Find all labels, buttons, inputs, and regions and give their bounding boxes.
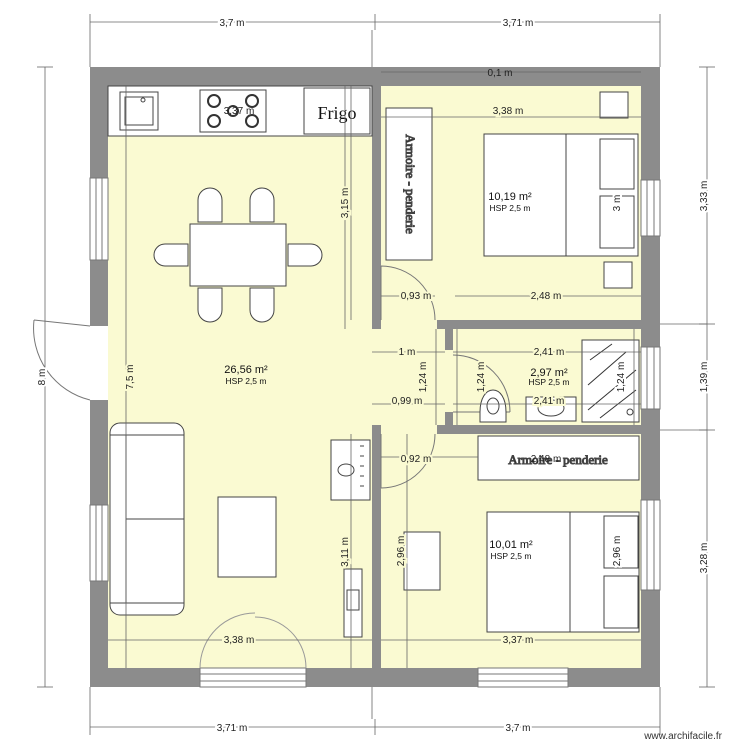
dim-bottom-right: 3,7 m: [505, 723, 530, 734]
living-window-swing: [199, 612, 307, 669]
living-area: 26,56 m²: [224, 364, 268, 376]
wardrobe2-label: Armoire - penderie: [508, 452, 608, 467]
dim-bedroom2-left: 2,96 m: [396, 536, 407, 567]
wardrobe1-label: Armoire - penderie: [403, 134, 418, 234]
window-kitchen-left: [89, 177, 109, 261]
dim-bath-width: 2,41 m: [534, 347, 565, 358]
dim-bedroom2-bottom: 3,37 m: [503, 635, 534, 646]
fridge: [303, 87, 371, 135]
wardrobe2: [477, 435, 640, 481]
dimension-labels: 3,7 m 3,71 m 3,71 m 3,7 m 8 m 3,33 m 1,3…: [35, 16, 712, 736]
dim-bath-height: 1,24 m: [616, 362, 627, 393]
window-living-left: [89, 504, 109, 582]
window-bathroom-right: [640, 346, 661, 410]
dim-bedroom1-width: 3,38 m: [493, 106, 524, 117]
coffee-table: [217, 496, 277, 578]
room-labels: 26,56 m² HSP 2,5 m 10,19 m² HSP 2,5 m 2,…: [224, 191, 569, 561]
openings: [33, 177, 661, 688]
bathroom-area: 2,97 m²: [530, 367, 568, 379]
dim-living-bottom: 3,38 m: [224, 635, 255, 646]
fridge-label: Frigo: [317, 103, 356, 123]
bathroom-door-opening: [445, 350, 453, 412]
window-bedroom1-right: [640, 179, 661, 237]
sofa: [109, 422, 277, 616]
bedroom2-furniture: Armoire - penderie: [403, 435, 640, 633]
cooktop: [199, 89, 267, 133]
dim-right-bottom: 3,28 m: [699, 543, 710, 574]
dining-table: [189, 223, 287, 287]
bedroom1-door-opening: [381, 320, 437, 329]
kitchen-counter: Frigo: [107, 85, 373, 137]
window-bedroom2-bottom: [477, 667, 569, 688]
dim-top-left: 3,7 m: [219, 18, 244, 29]
bathroom-hsp: HSP 2,5 m: [529, 377, 570, 387]
dim-right-top: 3,33 m: [699, 181, 710, 212]
bedside1-bottom: [603, 261, 633, 289]
dimension-lines: [37, 14, 715, 735]
entrance-door-opening: [90, 326, 108, 400]
bathroom-fixtures: [479, 339, 640, 423]
bedroom2-door-swing: [380, 433, 436, 489]
dim-living-height-left: 7,5 m: [125, 364, 136, 389]
dim-bedroom2-wardrobe: 2,48 m: [531, 454, 562, 465]
corridor-floor: [372, 329, 445, 425]
window-living-bottom: [199, 667, 307, 688]
shower: [581, 339, 640, 423]
credit-watermark: www.archifacile.fr: [644, 731, 722, 742]
window-bedroom2-right: [640, 499, 661, 591]
dim-bottom-left: 3,71 m: [217, 723, 248, 734]
bed1-pillow-bottom: [599, 195, 635, 249]
dim-corridor-height-a: 1,24 m: [418, 362, 429, 393]
dim-top-right: 3,71 m: [503, 18, 534, 29]
bedroom1-area: 10,19 m²: [488, 191, 532, 203]
dim-bath-bottom: 2,41 m: [534, 396, 565, 407]
dim-left-total: 8 m: [37, 369, 48, 386]
dining-set: [153, 187, 323, 323]
bedroom2-area: 10,01 m²: [489, 539, 533, 551]
wardrobe1: [385, 107, 433, 261]
bedroom1-hsp: HSP 2,5 m: [490, 203, 531, 213]
dim-top-gap: 0,1 m: [487, 68, 512, 79]
bedroom1-furniture: Armoire - penderie: [385, 91, 639, 289]
dim-partition-height: 3,15 m: [340, 188, 351, 219]
washbasin: [525, 396, 577, 422]
dim-corridor-bottom: 0,99 m: [392, 396, 423, 407]
dim-bedroom2-door: 0,92 m: [401, 454, 432, 465]
dim-bedroom2-right: 2,96 m: [612, 536, 623, 567]
dim-bedroom1-height: 3 m: [612, 195, 623, 212]
bedroom2-hsp: HSP 2,5 m: [491, 551, 532, 561]
dim-partition-lower: 3,11 m: [340, 537, 351, 567]
dim-bedroom1-door: 0,93 m: [401, 291, 432, 302]
dim-corridor-height-b: 1,24 m: [476, 362, 487, 393]
dim-corridor-width: 1 m: [399, 347, 416, 358]
bed2-pillow-bottom: [603, 575, 639, 629]
bedroom1-door-swing: [380, 265, 436, 321]
living-hsp: HSP 2,5 m: [226, 376, 267, 386]
entrance-door-swing: [33, 319, 91, 401]
bed1-pillow-top: [599, 138, 635, 190]
dim-right-middle: 1,39 m: [699, 362, 710, 393]
desk: [403, 531, 441, 591]
bedroom2-door-opening: [381, 425, 437, 434]
dim-bedroom1-bottom: 2,48 m: [531, 291, 562, 302]
tv-unit: [330, 439, 371, 638]
dim-kitchen-wall: 3,37 m: [224, 106, 255, 117]
bedside1-top: [599, 91, 629, 119]
bed2-pillow-top: [603, 515, 639, 569]
